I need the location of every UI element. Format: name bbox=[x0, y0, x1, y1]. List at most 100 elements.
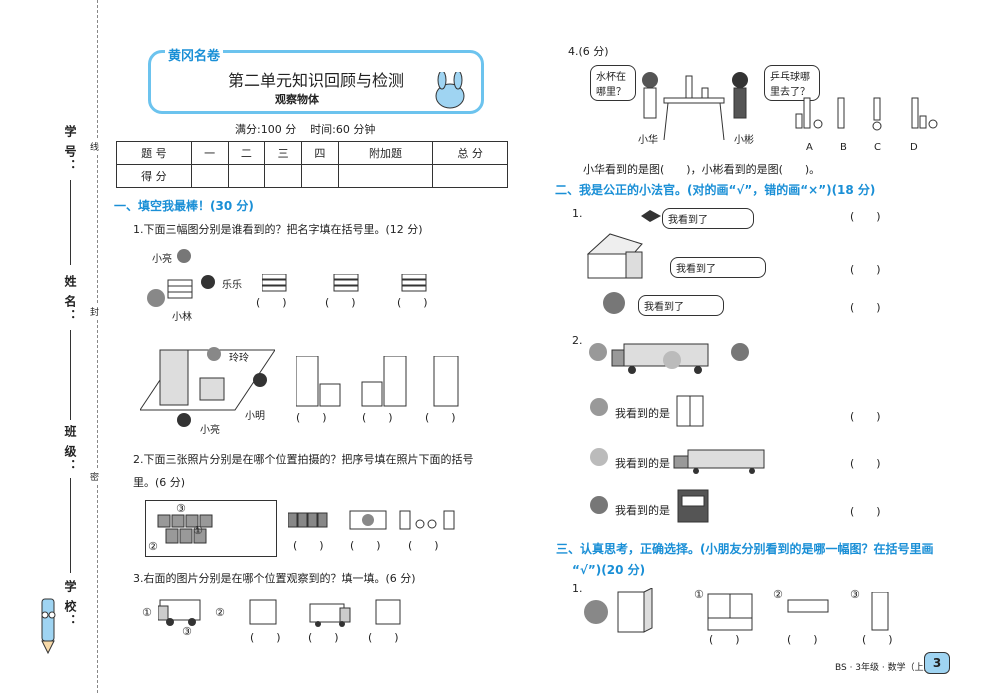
q1-text: 1.下面三幅图分别是谁看到的？把名字填在括号里。(12 分) bbox=[133, 223, 423, 236]
score-cell[interactable] bbox=[300, 164, 339, 188]
answer-paren[interactable]: ( ) bbox=[425, 411, 456, 424]
judge-paren[interactable]: ( ) bbox=[850, 301, 881, 314]
section2-title: 二、我是公正的小法官。(对的画“√”，错的画“×”)(18 分) bbox=[555, 183, 876, 197]
answer-paren[interactable]: ( ) bbox=[250, 631, 281, 644]
section3-title-line2: “√”)(20 分) bbox=[572, 563, 646, 577]
name-label: 小亮 bbox=[200, 425, 220, 436]
name-label: 小亮 bbox=[152, 254, 172, 265]
position-mark: ② bbox=[215, 606, 225, 619]
truck-back-view bbox=[676, 395, 704, 427]
name-label: 小林 bbox=[172, 312, 192, 323]
exam-meta: 满分:100 分 时间:60 分钟 bbox=[235, 123, 376, 136]
answer-paren[interactable]: ( ) bbox=[293, 539, 324, 552]
score-header-cell: 二 bbox=[227, 141, 266, 165]
position-mark: ③ bbox=[182, 625, 192, 638]
speech-bubble: 我看到了 bbox=[638, 295, 724, 316]
q2-text-line2: 里。(6 分) bbox=[133, 476, 186, 489]
boy-icon bbox=[603, 292, 625, 314]
position-mark: ① bbox=[193, 524, 203, 537]
bird-icon bbox=[641, 210, 661, 222]
position-mark: ③ bbox=[176, 502, 186, 515]
q4-label: 4.(6 分) bbox=[568, 45, 609, 58]
cut-mark-line: 线 bbox=[90, 140, 100, 153]
score-cell[interactable] bbox=[190, 164, 229, 188]
choice-paren[interactable]: ( ) bbox=[709, 633, 740, 646]
logo: 黄冈名卷 bbox=[165, 45, 224, 64]
score-header-cell: 附加题 bbox=[337, 141, 434, 165]
page-title: 第二单元知识回顾与检测 bbox=[228, 71, 405, 90]
wardrobe-scene-icon bbox=[584, 588, 653, 633]
q2-text-line1: 2.下面三张照片分别是在哪个位置拍摄的？把序号填在照片下面的括号 bbox=[133, 453, 474, 466]
class-line bbox=[70, 478, 71, 573]
score-cell[interactable] bbox=[227, 164, 266, 188]
name-label: 乐乐 bbox=[222, 280, 242, 291]
judge-paren[interactable]: ( ) bbox=[850, 210, 881, 223]
position-mark: ① bbox=[142, 606, 152, 619]
score-header-cell: 一 bbox=[190, 141, 229, 165]
judge-paren[interactable]: ( ) bbox=[850, 505, 881, 518]
score-cell[interactable] bbox=[337, 164, 434, 188]
answer-paren[interactable]: ( ) bbox=[362, 411, 393, 424]
s3-q1-label: 1. bbox=[572, 582, 583, 595]
option-label: D bbox=[910, 142, 918, 153]
books-scene-icon bbox=[147, 249, 215, 307]
q4-option-views bbox=[795, 97, 938, 131]
name-line bbox=[70, 330, 71, 420]
truck-views bbox=[158, 599, 401, 627]
id-line bbox=[70, 180, 71, 265]
score-table: 题 号 一 二 三 四 附加题 总 分 得 分 bbox=[116, 141, 508, 188]
score-cell[interactable] bbox=[432, 164, 508, 188]
answer-paren[interactable]: ( ) bbox=[256, 296, 287, 309]
option-label: A bbox=[806, 142, 813, 153]
footer-info: BS · 3年级 · 数学（上） bbox=[835, 663, 933, 673]
score-header-cell: 四 bbox=[300, 141, 339, 165]
table-scene-icon bbox=[642, 72, 748, 141]
page-number: 3 bbox=[924, 652, 950, 674]
section3-title-line1: 三、认真思考，正确选择。(小朋友分别看到的是哪一幅图？在括号里画 bbox=[556, 542, 934, 556]
cut-mark-seal: 封 bbox=[90, 305, 100, 318]
name-label: 小华 bbox=[638, 135, 658, 146]
judge-paren[interactable]: ( ) bbox=[850, 457, 881, 470]
answer-paren[interactable]: ( ) bbox=[296, 411, 327, 424]
choice-paren[interactable]: ( ) bbox=[862, 633, 893, 646]
option-label: C bbox=[874, 142, 881, 153]
answer-paren[interactable]: ( ) bbox=[350, 539, 381, 552]
answer-paren[interactable]: ( ) bbox=[308, 631, 339, 644]
q2-photos bbox=[288, 510, 455, 530]
answer-paren[interactable]: ( ) bbox=[368, 631, 399, 644]
school-label: 学 校： bbox=[63, 580, 77, 629]
judge-paren[interactable]: ( ) bbox=[850, 263, 881, 276]
id-label: 学 号： bbox=[63, 125, 77, 174]
answer-paren[interactable]: ( ) bbox=[397, 296, 428, 309]
q3-text: 3.右面的图片分别是在哪个位置观察到的？填一填。(6 分) bbox=[133, 572, 416, 585]
name-label: 小彬 bbox=[734, 135, 754, 146]
wardrobe-views bbox=[707, 592, 889, 631]
buildings-views bbox=[296, 356, 459, 407]
speech-bubble: 水杯在哪里？ bbox=[590, 65, 636, 101]
score-cell[interactable] bbox=[264, 164, 302, 188]
option-mark: ② bbox=[773, 588, 783, 601]
binding-line bbox=[97, 0, 98, 693]
section1-title: 一、填空我最棒！(30 分) bbox=[114, 199, 254, 213]
name-label: 玲玲 bbox=[229, 353, 249, 364]
score-header-cell: 题 号 bbox=[116, 141, 192, 165]
judge-paren[interactable]: ( ) bbox=[850, 410, 881, 423]
option-label: B bbox=[840, 142, 847, 153]
choice-paren[interactable]: ( ) bbox=[787, 633, 818, 646]
answer-paren[interactable]: ( ) bbox=[325, 296, 356, 309]
s2-q2-label: 2. bbox=[572, 334, 583, 347]
speech-bubble: 我看到了 bbox=[662, 208, 754, 229]
truck-side-view bbox=[673, 449, 765, 474]
pencil-mascot-icon bbox=[41, 598, 56, 655]
truck-scene-icon bbox=[589, 343, 749, 374]
house-icon bbox=[586, 233, 643, 279]
kid-icon bbox=[590, 496, 608, 514]
answer-paren[interactable]: ( ) bbox=[408, 539, 439, 552]
speech-bubble: 我看到了 bbox=[670, 257, 766, 278]
truck-front-view bbox=[677, 489, 709, 523]
rabbit-mascot-icon bbox=[435, 72, 465, 109]
kid-icon bbox=[590, 448, 608, 466]
score-row-label: 得 分 bbox=[116, 164, 192, 188]
q4-answer-line[interactable]: 小华看到的是图( )，小彬看到的是图( )。 bbox=[583, 163, 821, 176]
name-label: 小明 bbox=[245, 411, 265, 422]
